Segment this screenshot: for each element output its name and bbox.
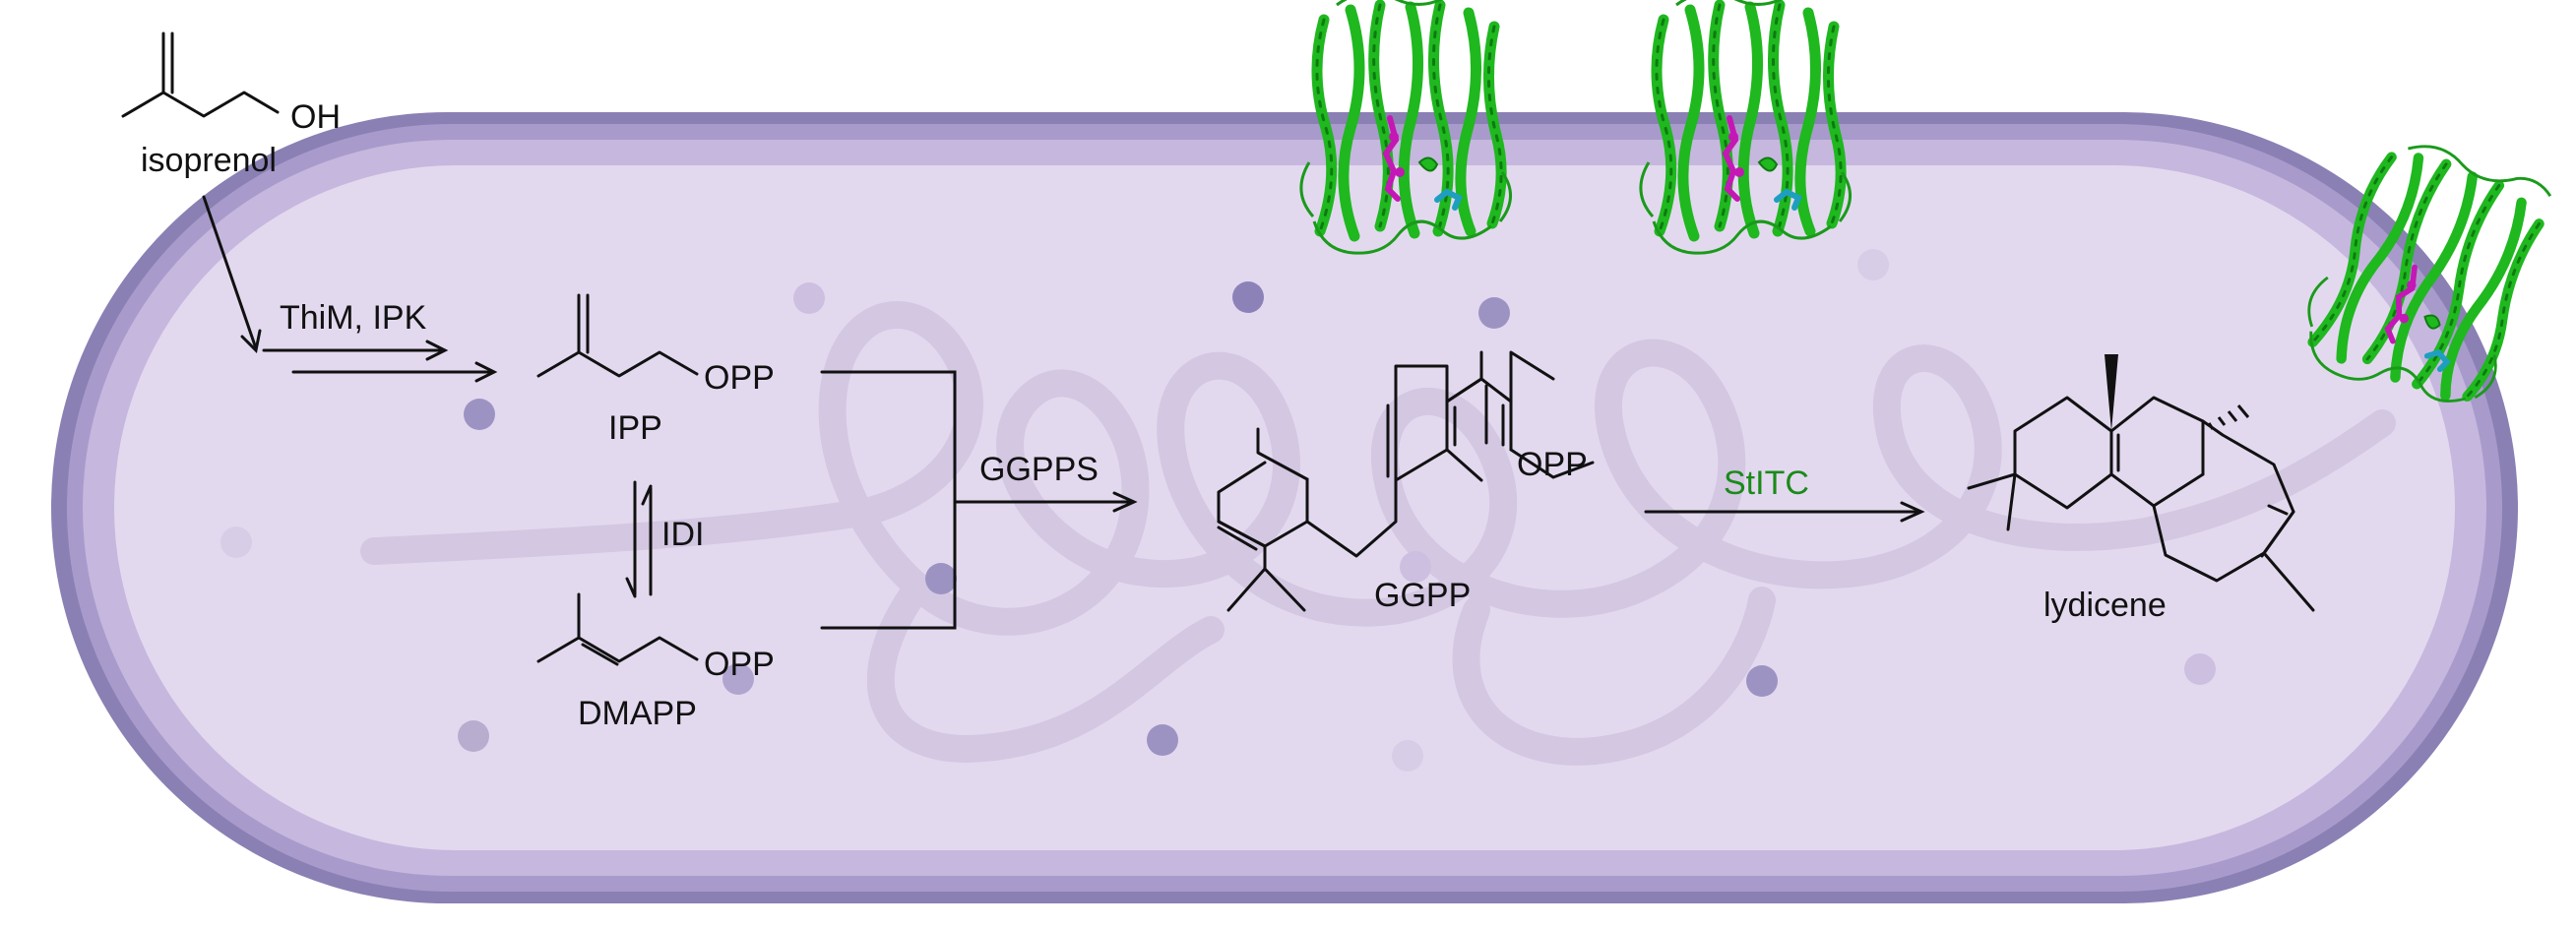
isoprenol-structure <box>121 31 280 118</box>
stitc-enzyme-label: StITC <box>1724 464 1809 502</box>
idi-arrow-up-head <box>641 484 653 506</box>
dmapp-opp: OPP <box>704 646 775 683</box>
idi-arrow-down-head <box>625 577 637 598</box>
step1-enzyme-label: ThiM, IPK <box>280 299 427 337</box>
dna-nucleoid-loop <box>866 577 1776 766</box>
thim-arrow-top-head <box>425 340 449 361</box>
ipp-opp: OPP <box>704 359 775 397</box>
thim-arrow-bottom-head <box>474 361 498 383</box>
ggpp-opp: OPP <box>1517 446 1588 483</box>
ggpps-enzyme-label: GGPPS <box>979 451 1099 488</box>
stereo-bonds <box>2105 354 2250 431</box>
isoprenol-to-step-arrow <box>202 195 258 350</box>
isoprenol-label: isoprenol <box>141 142 277 179</box>
ipp-label: IPP <box>608 409 662 447</box>
ggpps-arrow-head <box>1112 491 1138 513</box>
dmapp-structure <box>536 592 699 666</box>
dmapp-label: DMAPP <box>578 695 697 732</box>
dna-nucleoid <box>360 301 2396 636</box>
idi-enzyme-label: IDI <box>661 516 705 553</box>
ipp-structure <box>536 293 699 378</box>
isoprenol-oh: OH <box>290 98 341 136</box>
stitc-arrow-head <box>1900 501 1925 523</box>
isoprenol-to-step-arrowhead <box>240 329 262 354</box>
lydicene-label: lydicene <box>2043 587 2167 624</box>
ggpp-structure <box>1217 350 1595 612</box>
lydicene-structure <box>1967 396 2315 612</box>
granules <box>220 249 2216 772</box>
bracket-top <box>820 370 957 630</box>
ggpp-label: GGPP <box>1374 577 1472 614</box>
